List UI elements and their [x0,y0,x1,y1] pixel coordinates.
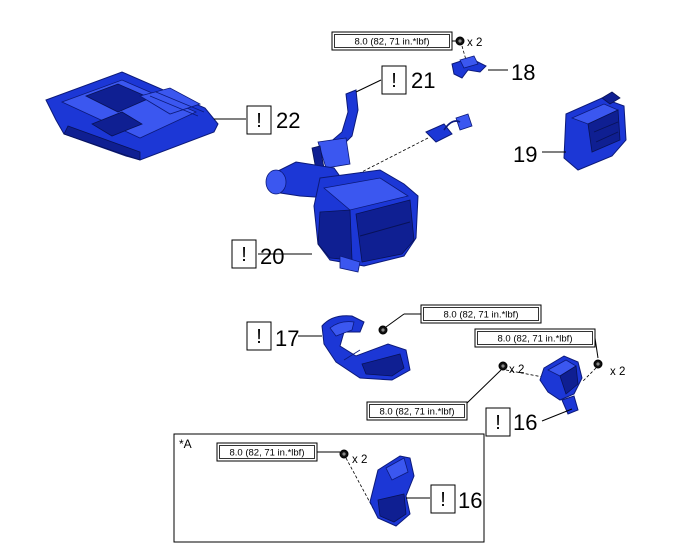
air-cleaner-hose-illustration [311,89,359,171]
svg-text:8.0 (82, 71 in.*lbf): 8.0 (82, 71 in.*lbf) [355,37,430,48]
inset-label: *A [179,437,192,451]
leader-line-16-upper [541,408,573,422]
torque-spec-16-inset: 8.0 (82, 71 in.*lbf) [216,442,318,462]
bolt-16-right-dash [581,367,597,383]
svg-text:!: ! [440,489,446,511]
part-number-21: 21 [411,68,435,93]
svg-text:!: ! [256,110,262,132]
part-number-16-inset: 16 [458,488,482,513]
svg-text:!: ! [256,326,262,348]
part-number-19: 19 [513,142,537,167]
bolt-18-illustration [455,36,465,46]
svg-text:8.0 (82, 71 in.*lbf): 8.0 (82, 71 in.*lbf) [444,310,519,321]
inset-frame [173,433,485,543]
quantity-16-left: x 2 [509,364,524,376]
part-number-20: 20 [260,244,284,269]
caution-box-20: ! [231,239,257,269]
quantity-16-inset: x 2 [352,454,367,466]
svg-text:!: ! [391,70,397,92]
leader-torque-17 [385,313,405,328]
svg-text:!: ! [495,412,501,434]
air-cleaner-assembly-illustration [265,161,419,273]
bolt-16-left-illustration [498,361,508,371]
bolt-18-dash [461,45,467,61]
svg-text:!: ! [241,244,247,266]
bracket-18-illustration [451,55,487,79]
svg-text:8.0 (82, 71 in.*lbf): 8.0 (82, 71 in.*lbf) [230,448,305,459]
part-number-16-upper: 16 [513,410,537,435]
bolt-17-illustration [378,325,388,335]
quantity-16-right: x 2 [610,366,625,378]
caution-box-22: ! [246,105,272,135]
intake-duct-illustration [321,315,411,381]
leader-torque-16-left [465,369,502,405]
bolt-16-right-illustration [593,359,603,369]
sensor-connector-illustration [425,113,473,143]
resonator-16-illustration [539,355,583,415]
torque-spec-17: 8.0 (82, 71 in.*lbf) [420,304,542,324]
bolt-16-inset-illustration [339,449,349,459]
torque-spec-18: 8.0 (82, 71 in.*lbf) [331,31,453,51]
resonator-16-inset-illustration [369,455,415,527]
caution-box-16-upper: ! [485,407,511,437]
leader-torque-16-right [594,337,599,359]
svg-text:8.0 (82, 71 in.*lbf): 8.0 (82, 71 in.*lbf) [380,407,455,418]
part-number-18: 18 [511,60,535,85]
torque-spec-16-left: 8.0 (82, 71 in.*lbf) [366,401,468,421]
caution-box-17: ! [246,321,272,351]
svg-text:8.0 (82, 71 in.*lbf): 8.0 (82, 71 in.*lbf) [498,334,573,345]
battery-tray-illustration [563,91,627,171]
torque-spec-16-upper-right: 8.0 (82, 71 in.*lbf) [474,328,596,348]
caution-box-21: ! [381,65,407,95]
leader-line-21 [355,79,382,93]
part-number-17: 17 [275,326,299,351]
quantity-18: x 2 [467,37,482,49]
engine-cover-illustration [45,71,219,161]
caution-box-16-inset: ! [430,484,456,514]
part-number-22: 22 [276,108,300,133]
